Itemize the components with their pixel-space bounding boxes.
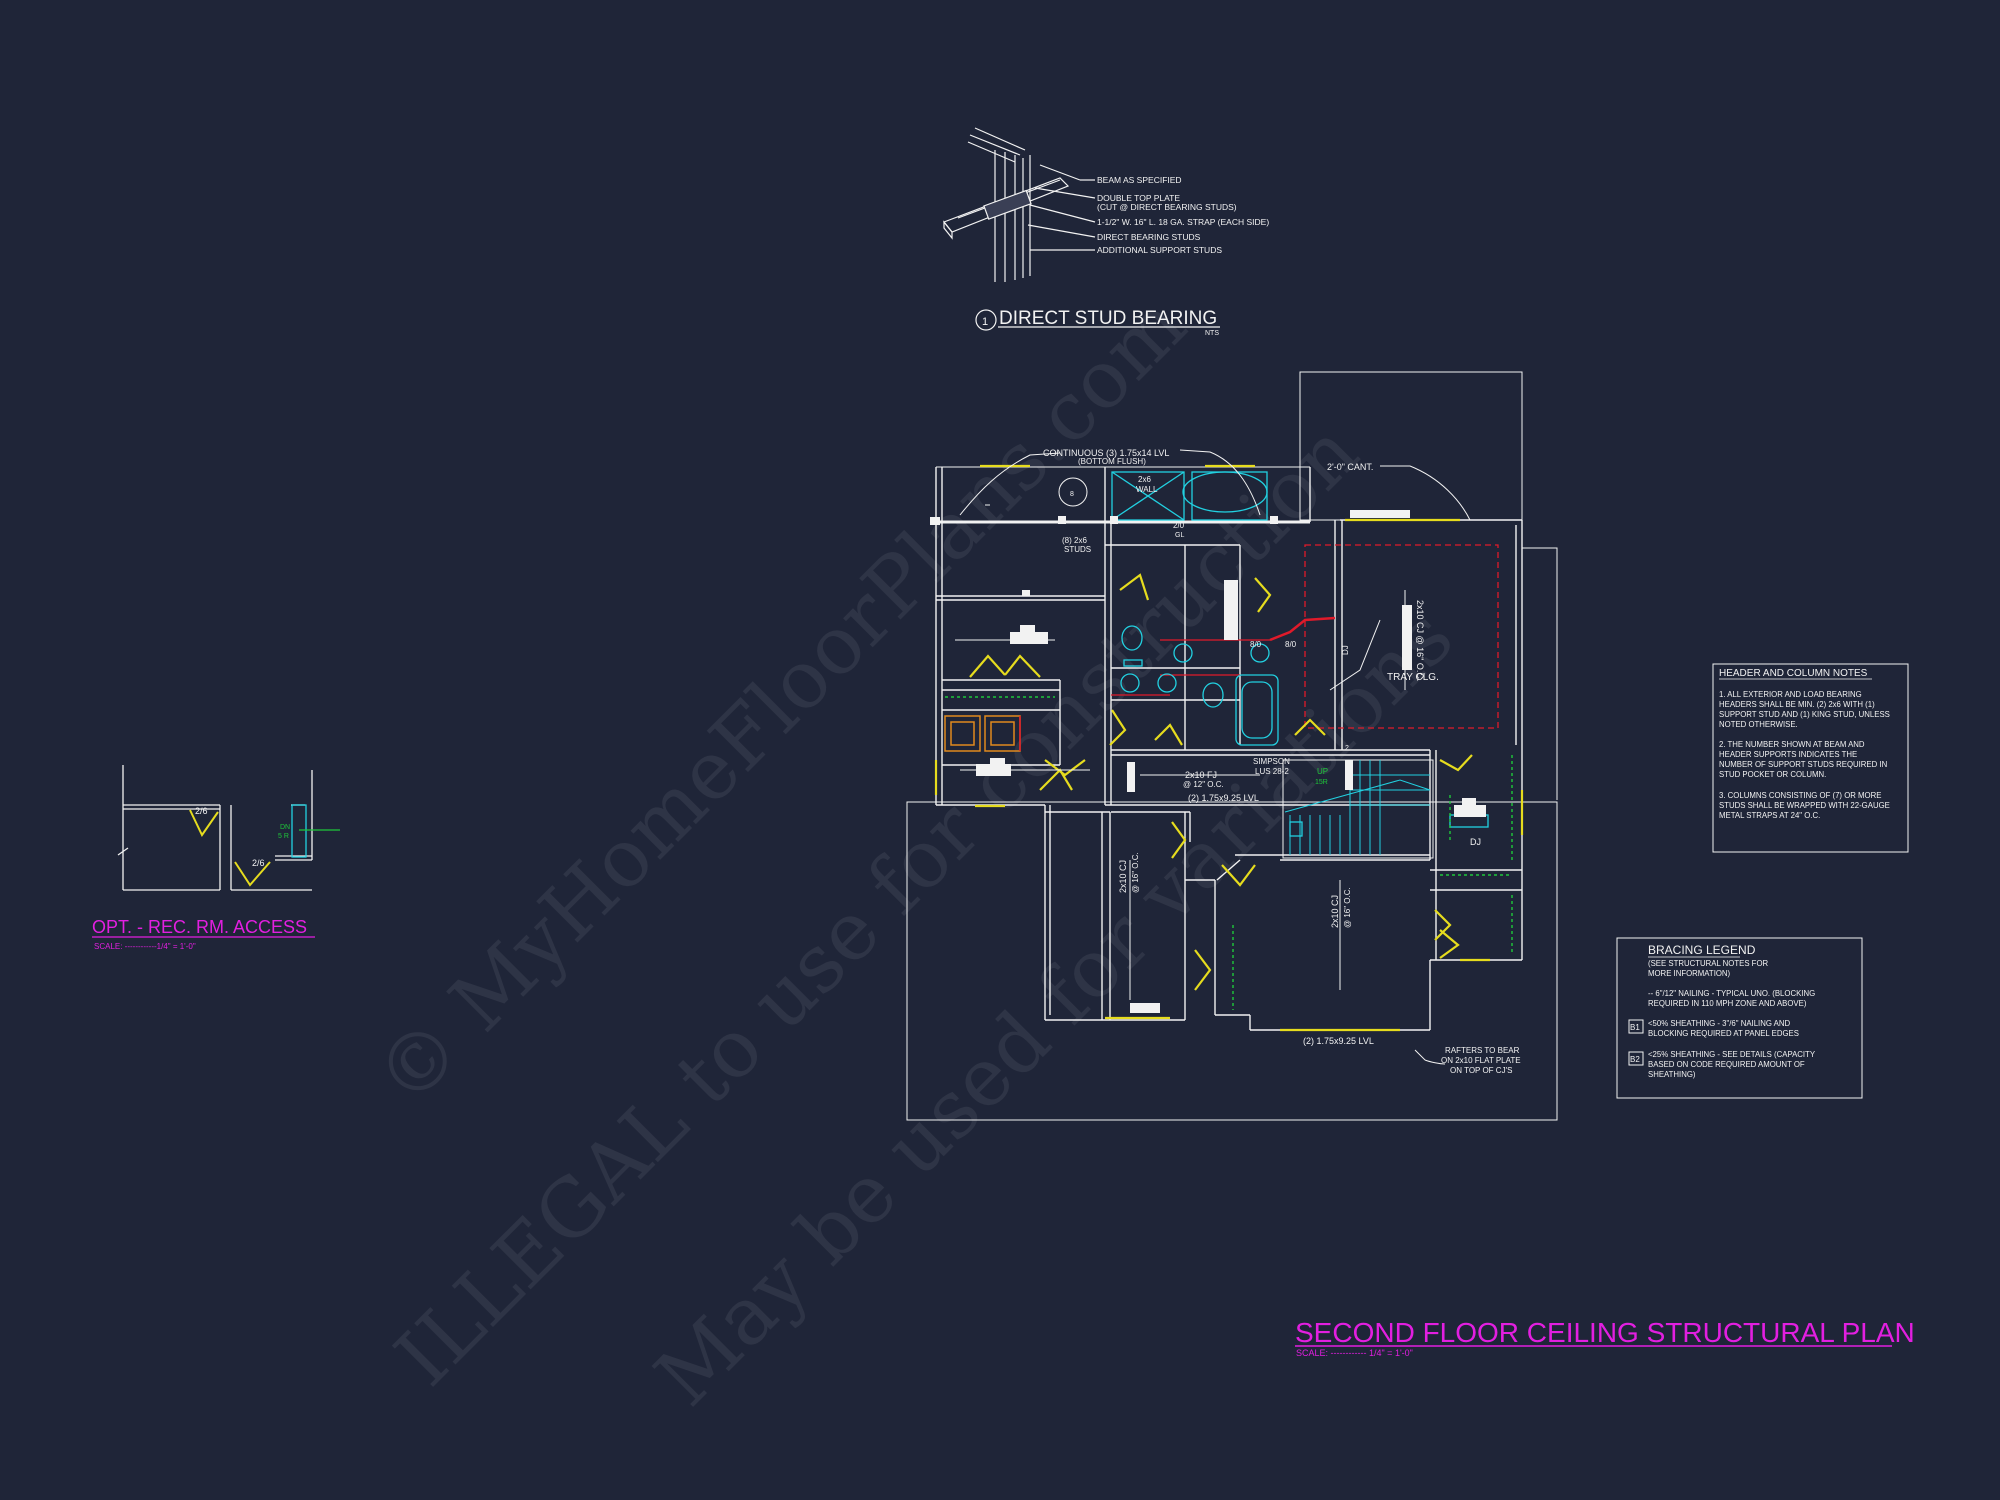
access-title: OPT. - REC. RM. ACCESS [92,917,307,937]
label-fj: 2x10 FJ [1185,770,1217,780]
rec-room-access-labels: 2/6 2/6 DN 5 R OPT. - REC. RM. ACCESS SC… [92,806,315,951]
header-notes-line: STUD POCKET OR COLUMN. [1719,770,1826,779]
label-b10-2: 8/0 [1285,640,1297,649]
label-lus: LUS 28-2 [1255,767,1289,776]
second-floor-plan [906,371,1558,1121]
label-cj-2b: @ 16" O.C. [1343,887,1352,928]
label-rafters-1: RAFTERS TO BEAR [1445,1046,1520,1055]
label-tray: TRAY CLG. [1387,672,1439,683]
bracing-title: BRACING LEGEND [1648,943,1756,957]
header-notes-line: 3. COLUMNS CONSISTING OF (7) OR MORE [1719,791,1881,800]
bracing-item-2a: <50% SHEATHING - 3"/6" NAILING AND [1648,1019,1790,1028]
bracing-sub-1: (SEE STRUCTURAL NOTES FOR [1648,959,1769,968]
detail-number: 1 [982,316,988,328]
header-notes-line: SUPPORT STUD AND (1) KING STUD, UNLESS [1719,710,1890,719]
label-cj-right: 2x10 CJ @ 16" O.C. [1415,600,1425,681]
callout-double-top-plate: DOUBLE TOP PLATE [1097,193,1180,203]
label-b10-1: 8/0 [1250,640,1262,649]
bracing-item-1a: -- 6"/12" NAILING - TYPICAL UNO. (BLOCKI… [1648,989,1815,998]
label-wall-2: WALL [1136,485,1158,494]
bracing-item-3c: SHEATHING) [1648,1070,1696,1079]
label-up: UP [1317,767,1328,776]
detail-title: DIRECT STUD BEARING [999,308,1217,329]
label-cj-1b: @ 16" O.C. [1131,852,1140,893]
label-simpson: SIMPSON [1253,757,1290,766]
label-up-2: 15R [1315,779,1328,786]
header-notes-line: STUDS SHALL BE WRAPPED WITH 22-GAUGE [1719,801,1890,810]
access-door-1: 2/6 [195,806,208,816]
header-notes-line: NUMBER OF SUPPORT STUDS REQUIRED IN [1719,760,1887,769]
label-rafters-3: ON TOP OF CJ'S [1450,1066,1512,1075]
label-rafters-2: ON 2x10 FLAT PLATE [1441,1056,1521,1065]
header-notes-line: HEADER SUPPORTS INDICATES THE [1719,750,1857,759]
header-notes-line: 1. ALL EXTERIOR AND LOAD BEARING [1719,690,1862,699]
label-studs: (8) 2x6 [1062,536,1087,545]
plan-scale: SCALE: ------------ 1/4" = 1'-0" [1296,1348,1413,1358]
bracing-item-1b: REQUIRED IN 110 MPH ZONE AND ABOVE) [1648,999,1807,1008]
label-lvl-bottom: (2) 1.75x9.25 LVL [1303,1036,1374,1046]
bracing-sub-2: MORE INFORMATION) [1648,969,1731,978]
access-scale: SCALE: ------------1/4" = 1'-0" [94,942,196,951]
callout-direct-studs: DIRECT BEARING STUDS [1097,232,1201,242]
header-notes-line: NOTED OTHERWISE. [1719,720,1798,729]
label-eight: 8 [1070,491,1074,498]
bracing-item-3a: <25% SHEATHING - SEE DETAILS (CAPACITY [1648,1050,1816,1059]
bracing-legend: BRACING LEGEND (SEE STRUCTURAL NOTES FOR… [1616,937,1863,1099]
label-lvl-top-2: (BOTTOM FLUSH) [1078,457,1146,466]
plan-title: SECOND FLOOR CEILING STRUCTURAL PLAN [1295,1317,1915,1348]
header-notes-line: METAL STRAPS AT 24" O.C. [1719,811,1820,820]
detail-callouts: BEAM AS SPECIFIED DOUBLE TOP PLATE (CUT … [982,175,1269,337]
callout-strap: 1-1/2" W. 16" L. 18 GA. STRAP (EACH SIDE… [1097,217,1269,227]
access-dn-risers: 5 R [278,833,289,840]
label-dj-bottom: DJ [1470,837,1481,847]
label-wall: 2x6 [1138,475,1151,484]
bracing-tag-b1: B1 [1630,1023,1640,1032]
callout-beam: BEAM AS SPECIFIED [1097,175,1182,185]
bracing-item-2b: BLOCKING REQUIRED AT PANEL EDGES [1648,1029,1799,1038]
header-column-notes: HEADER AND COLUMN NOTES 1. ALL EXTERIOR … [1712,663,1909,853]
callout-double-top-plate-note: (CUT @ DIRECT BEARING STUDS) [1097,202,1237,212]
label-cj-1: 2x10 CJ [1118,860,1128,893]
header-notes-title: HEADER AND COLUMN NOTES [1719,668,1868,679]
access-dn: DN [280,824,290,831]
label-lvl-top: CONTINUOUS (3) 1.75x14 LVL [1043,448,1169,458]
label-fj-2: @ 12" O.C. [1183,780,1224,789]
label-dj-right: DJ [1341,645,1350,655]
bracing-item-3b: BASED ON CODE REQUIRED AMOUNT OF [1648,1060,1805,1069]
label-cj-2: 2x10 CJ [1330,895,1340,928]
plan-labels: CONTINUOUS (3) 1.75x14 LVL (BOTTOM FLUSH… [1043,448,1915,1358]
label-lvl-mid: (2) 1.75x9.25 LVL [1188,793,1259,803]
detail-scale: NTS [1205,330,1219,337]
label-studs-2: STUDS [1064,545,1091,554]
label-two: 2 [1345,745,1349,752]
direct-stud-bearing-detail [943,127,1220,331]
label-gl: 2/0 [1173,521,1185,530]
header-notes-line: HEADERS SHALL BE MIN. (2) 2x6 WITH (1) [1719,700,1875,709]
access-door-2: 2/6 [252,858,265,868]
bracing-tag-b2: B2 [1630,1055,1640,1064]
callout-support-studs: ADDITIONAL SUPPORT STUDS [1097,245,1222,255]
label-gl-2: GL [1175,532,1184,539]
header-notes-line: 2. THE NUMBER SHOWN AT BEAM AND [1719,740,1865,749]
rec-room-access-detail [117,765,340,891]
label-cant: 2'-0" CANT. [1327,462,1373,472]
watermark: © MyHomeFloorPlans.com ILLEGAL to use fo… [358,278,1471,1424]
